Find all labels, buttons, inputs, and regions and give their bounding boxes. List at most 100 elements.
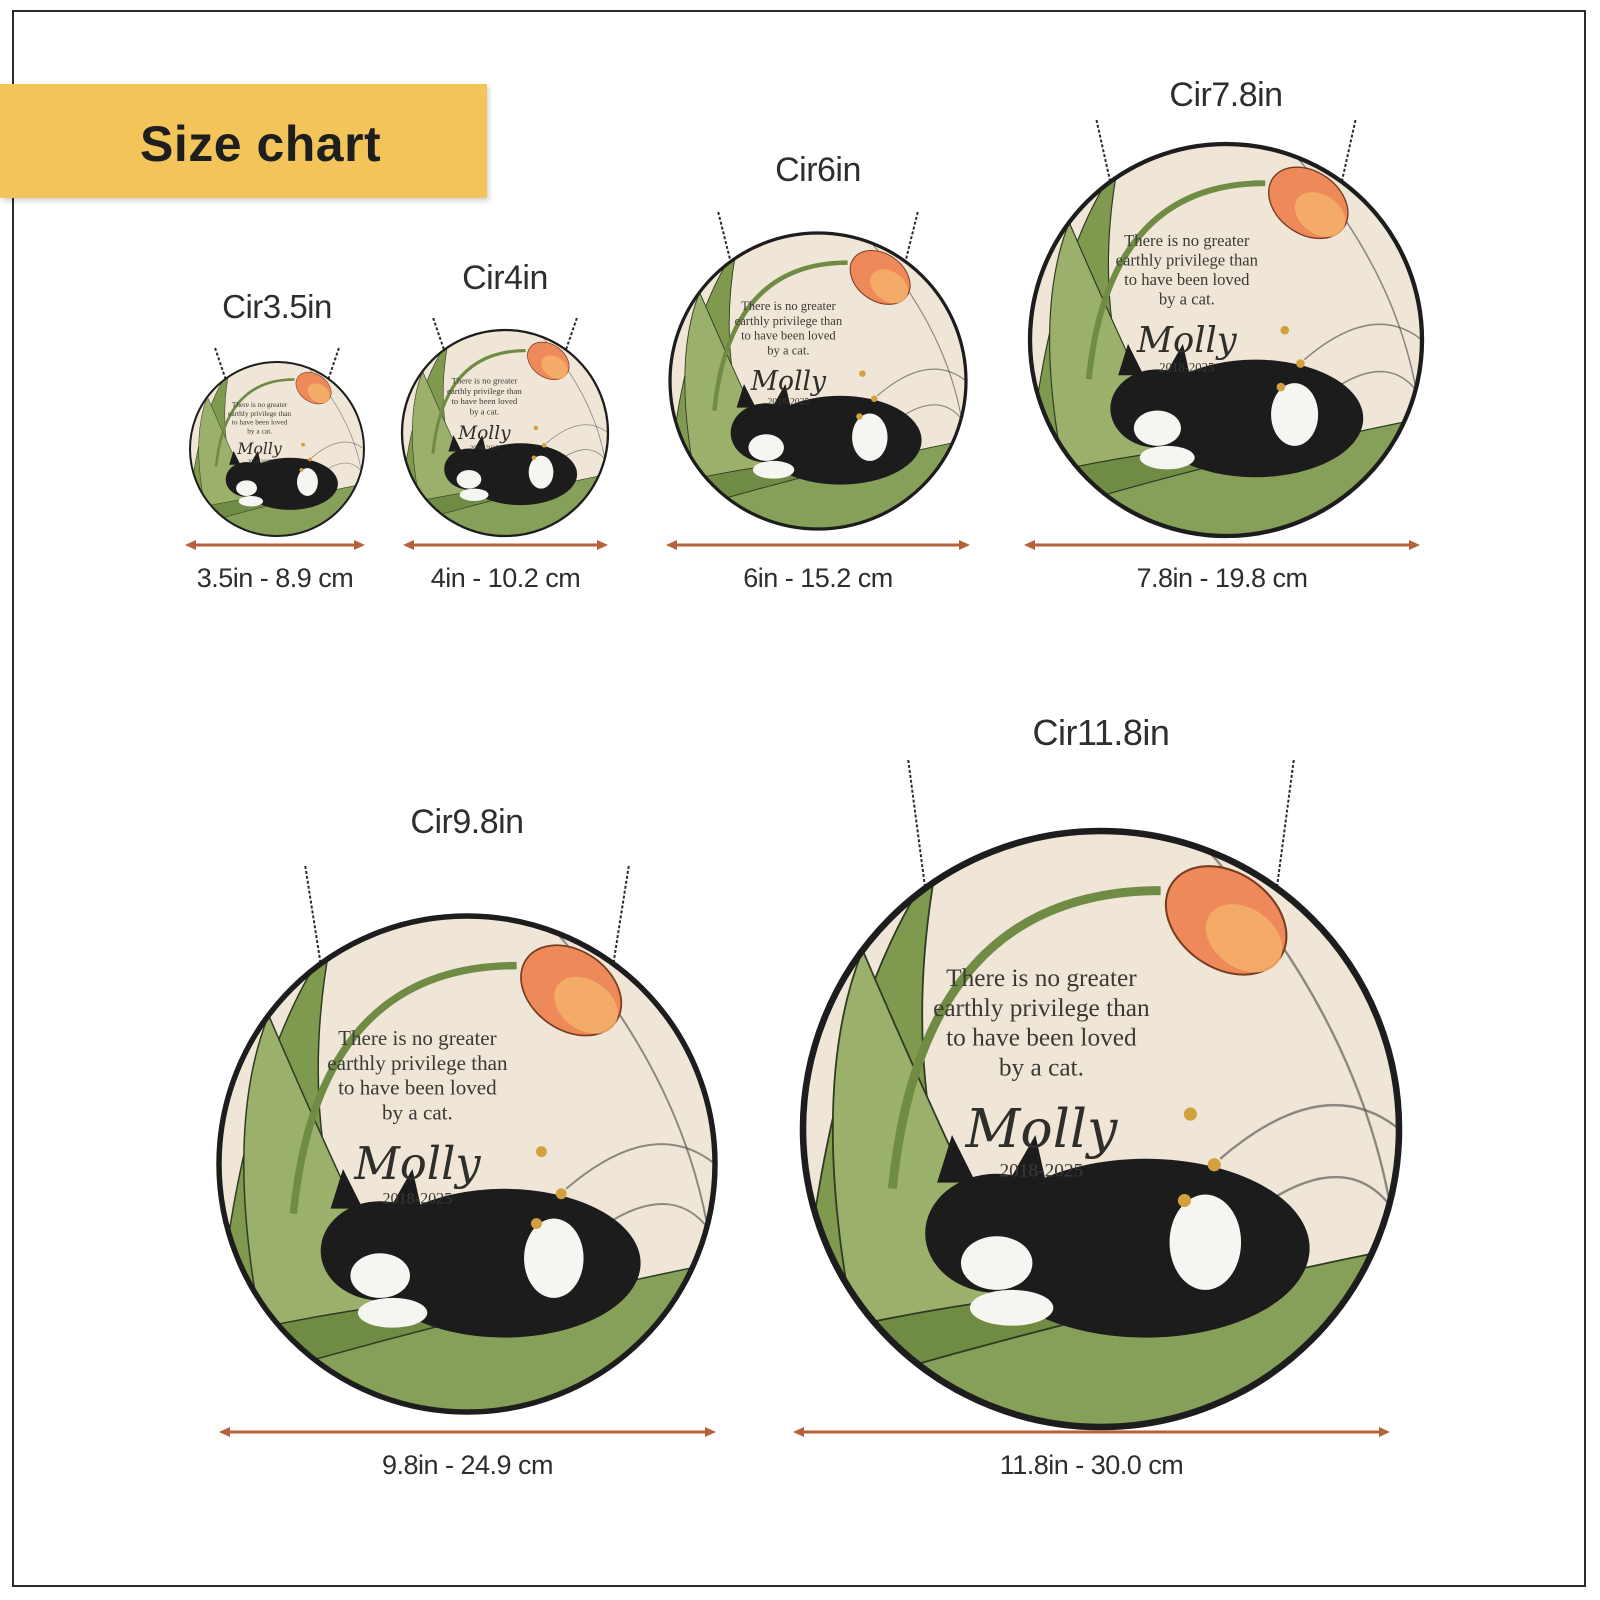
banner-title: Size chart (140, 116, 382, 172)
quote-line: to have been loved (232, 418, 288, 427)
star-icon (555, 1188, 567, 1200)
quote-line: by a cat. (470, 406, 499, 416)
dimension-arrow (403, 540, 608, 550)
pet-dates: 2018-2025 (470, 444, 500, 451)
chain-left (214, 347, 227, 380)
pet-name: Molly (750, 366, 827, 397)
tulip-stem (431, 349, 526, 454)
pet-dates: 2018-2025 (382, 1191, 452, 1208)
quote-line: earthly privilege than (1116, 251, 1259, 270)
star-icon (531, 455, 537, 460)
size-label: Cir9.8in (410, 803, 524, 841)
quote-line: There is no greater (338, 1026, 497, 1050)
star-icon (1177, 1193, 1191, 1208)
quote-line: There is no greater (451, 376, 517, 386)
sleeping-cat (730, 384, 922, 485)
quote-line: There is no greater (741, 299, 836, 313)
pet-name: Molly (236, 439, 281, 458)
pet-dates: 2018-2025 (1159, 360, 1214, 374)
tulip-flower (1164, 865, 1288, 976)
tulip-flower (527, 341, 570, 380)
chain-left (1095, 119, 1112, 184)
star-icon (856, 413, 863, 420)
star-icon (859, 370, 866, 377)
dimension-label: 4in - 10.2 cm (430, 563, 581, 593)
chain-left (717, 211, 732, 263)
star-icon (1207, 1158, 1221, 1172)
ornament-rim (799, 827, 1403, 1431)
star-icon (535, 1146, 547, 1158)
chain-left (432, 317, 446, 351)
chain-right (612, 865, 630, 966)
ornament-rim (189, 361, 365, 537)
quote-line: There is no greater (946, 964, 1137, 992)
dimension-arrow (666, 540, 970, 550)
tulip-flower (295, 371, 332, 405)
dimension-label: 6in - 15.2 cm (743, 563, 893, 593)
quote-line: There is no greater (1124, 231, 1250, 250)
ornament-rim (668, 231, 968, 531)
pet-dates: 2018-2025 (999, 1161, 1083, 1182)
tulip-flower (520, 944, 623, 1037)
quote-line: by a cat. (1159, 290, 1215, 309)
quote-line: earthly privilege than (933, 994, 1150, 1022)
quote-line: to have been loved (946, 1024, 1137, 1052)
star-icon (308, 457, 312, 462)
quote-line: to have been loved (741, 329, 836, 343)
quote-line: by a cat. (247, 426, 272, 435)
pet-dates: 2018-2025 (768, 397, 810, 408)
quote-line: to have been loved (451, 396, 517, 406)
pet-name: Molly (965, 1097, 1118, 1160)
chain-right (904, 211, 919, 263)
size-label: Cir11.8in (1032, 712, 1170, 753)
pet-name: Molly (457, 423, 511, 444)
sleeping-cat (925, 1135, 1310, 1338)
tulip-stem (712, 260, 848, 411)
quote-line: to have been loved (338, 1076, 497, 1100)
size-label: Cir6in (775, 151, 861, 189)
dimension-label: 3.5in - 8.9 cm (196, 563, 354, 593)
star-icon (1280, 325, 1290, 335)
star-icon (541, 443, 547, 448)
dimension-arrow (793, 1427, 1390, 1437)
star-icon (301, 442, 306, 447)
tulip-flower (849, 249, 911, 305)
quote-line: earthly privilege than (447, 386, 522, 396)
quote-line: to have been loved (1124, 270, 1250, 289)
size-label: Cir3.5in (222, 288, 332, 325)
star-icon (1183, 1107, 1197, 1121)
quote-line: earthly privilege than (735, 314, 843, 328)
dimension-label: 7.8in - 19.8 cm (1136, 563, 1308, 593)
chain-right (1340, 119, 1357, 184)
chain-left (304, 865, 322, 966)
dimension-arrow (1024, 540, 1420, 550)
tulip-flower (1267, 166, 1349, 240)
star-icon (1276, 382, 1286, 392)
quote-line: by a cat. (767, 343, 809, 357)
sleeping-cat (1110, 343, 1364, 478)
tulip-stem (887, 886, 1161, 1190)
dimension-arrow (219, 1427, 716, 1437)
ornament-rim (1027, 141, 1425, 539)
tulip-stem (214, 378, 295, 467)
chain-right (564, 317, 578, 351)
dimension-arrow (185, 540, 365, 550)
star-icon (870, 395, 878, 403)
sleeping-cat (320, 1169, 641, 1338)
star-icon (530, 1218, 542, 1229)
star-icon (533, 425, 539, 431)
tulip-stem (1085, 180, 1266, 380)
star-icon (299, 467, 304, 472)
dimension-label: 9.8in - 24.9 cm (381, 1450, 554, 1480)
ornament-rim (400, 328, 610, 538)
